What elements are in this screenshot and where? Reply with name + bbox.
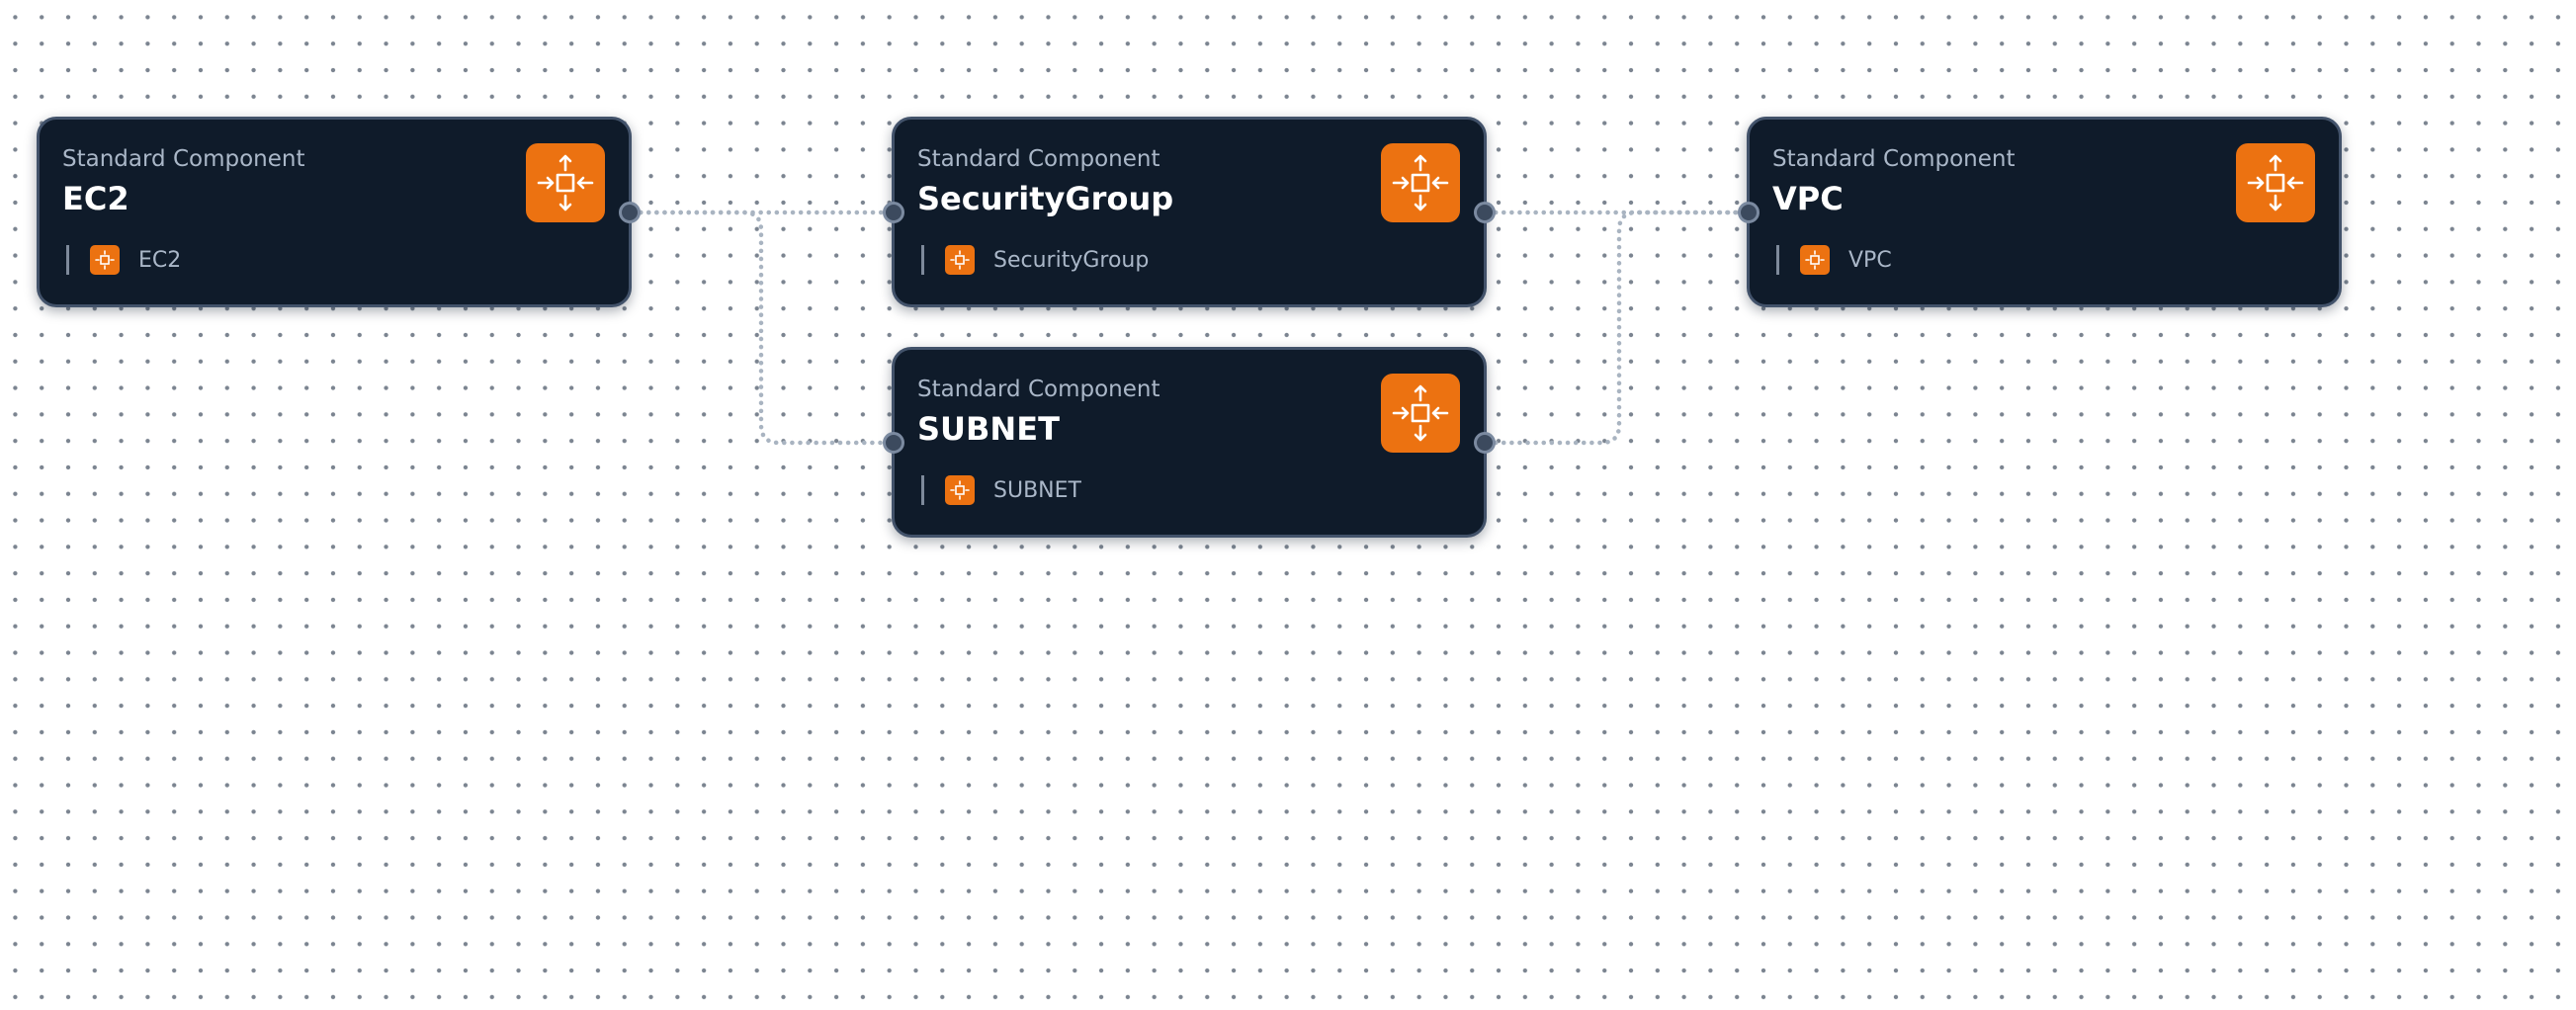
divider	[1776, 245, 1779, 275]
divider	[66, 245, 69, 275]
divider	[921, 245, 924, 275]
node-ec2[interactable]: Standard Component EC2 EC2	[37, 117, 641, 307]
component-chip-icon	[945, 245, 975, 275]
node-type-row: EC2	[62, 243, 181, 277]
component-move-icon	[1381, 143, 1460, 222]
input-port[interactable]	[883, 202, 904, 223]
output-port[interactable]	[1474, 432, 1496, 454]
node-vpc[interactable]: Standard Component VPC VPC	[1738, 117, 2342, 307]
node-securitygroup[interactable]: Standard Component SecurityGroup Securit…	[883, 117, 1496, 307]
node-kind-label: Standard Component	[917, 146, 1160, 172]
divider	[921, 475, 924, 505]
node-kind-label: Standard Component	[917, 377, 1160, 402]
component-chip-icon	[1800, 245, 1830, 275]
node-type-label: SecurityGroup	[993, 247, 1150, 273]
output-port[interactable]	[619, 202, 641, 223]
node-type-label: SUBNET	[993, 477, 1081, 503]
node-kind-label: Standard Component	[1772, 146, 2016, 172]
component-chip-icon	[90, 245, 120, 275]
node-title: VPC	[1772, 180, 1844, 217]
component-chip-icon	[945, 475, 975, 505]
node-title: SUBNET	[917, 410, 1060, 448]
component-move-icon	[526, 143, 605, 222]
node-kind-label: Standard Component	[62, 146, 305, 172]
node-type-row: VPC	[1772, 243, 1892, 277]
input-port[interactable]	[883, 432, 904, 454]
node-title: SecurityGroup	[917, 180, 1174, 217]
output-port[interactable]	[1474, 202, 1496, 223]
node-type-row: SecurityGroup	[917, 243, 1149, 277]
component-move-icon	[2236, 143, 2315, 222]
node-type-row: SUBNET	[917, 473, 1081, 507]
component-move-icon	[1381, 374, 1460, 453]
edge-ec2-subnet[interactable]	[630, 210, 898, 446]
edge-subnet-vpc[interactable]	[1485, 210, 1753, 446]
node-type-label: VPC	[1848, 247, 1892, 273]
input-port[interactable]	[1738, 202, 1760, 223]
node-title: EC2	[62, 180, 129, 217]
node-subnet[interactable]: Standard Component SUBNET SUBNET	[883, 347, 1496, 538]
node-type-label: EC2	[138, 247, 182, 273]
